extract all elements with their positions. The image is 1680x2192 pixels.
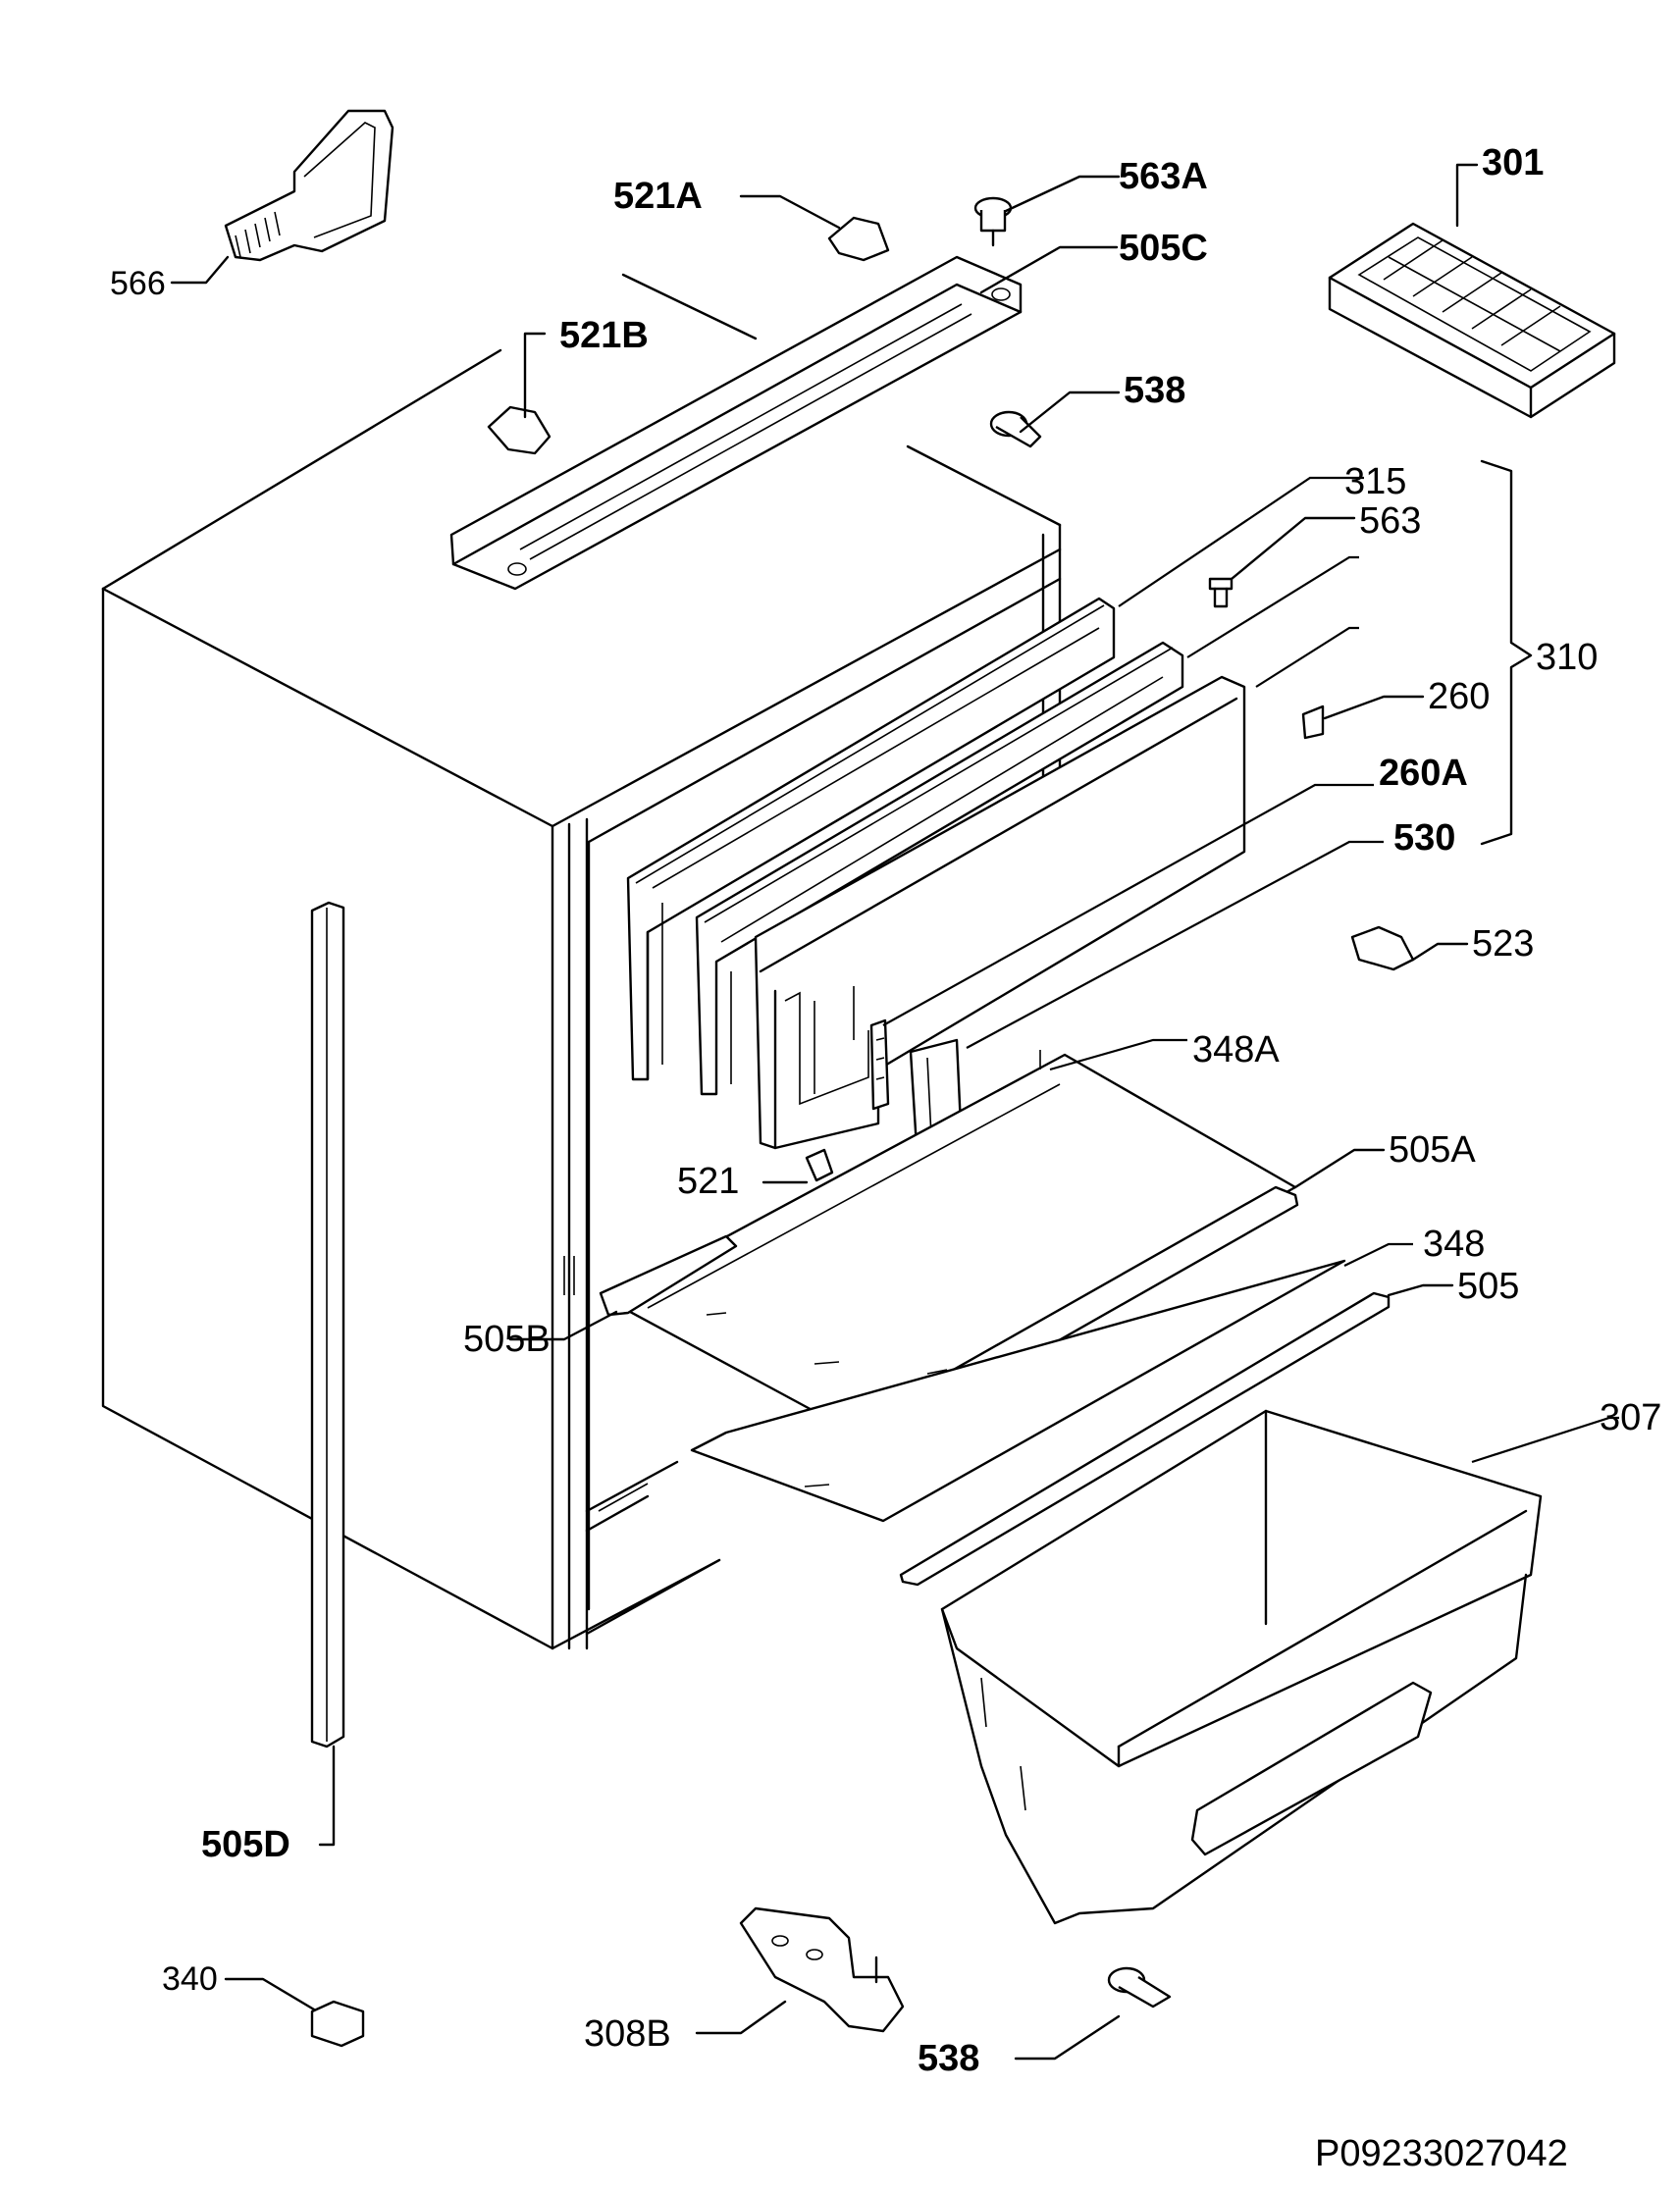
label-521B: 521B bbox=[559, 315, 649, 356]
part-521B-cover bbox=[487, 332, 551, 455]
label-505A: 505A bbox=[1389, 1129, 1476, 1171]
label-505B: 505B bbox=[463, 1319, 551, 1360]
label-301: 301 bbox=[1482, 142, 1544, 183]
cabinet-body bbox=[101, 273, 1062, 1650]
label-538-bottom: 538 bbox=[918, 2038, 979, 2079]
part-308B-hinge bbox=[695, 1906, 905, 2035]
label-523: 523 bbox=[1472, 923, 1534, 965]
label-530: 530 bbox=[1393, 817, 1455, 859]
label-505: 505 bbox=[1457, 1266, 1519, 1307]
label-566: 566 bbox=[110, 265, 166, 302]
reference-code: P09233027042 bbox=[1315, 2133, 1568, 2174]
door-assembly-310 bbox=[626, 459, 1533, 1150]
label-521: 521 bbox=[677, 1161, 739, 1202]
part-348-glass-shelf bbox=[690, 1242, 1413, 1523]
part-307-drawer bbox=[940, 1409, 1619, 1925]
part-538-top bbox=[989, 391, 1121, 448]
label-505D: 505D bbox=[201, 1824, 290, 1865]
label-260A: 260A bbox=[1379, 753, 1468, 794]
callout-labels: 566 521A 563A 505C 301 521B 538 315 563 … bbox=[110, 142, 1661, 2174]
part-566-scraper bbox=[170, 109, 394, 285]
label-505C: 505C bbox=[1119, 228, 1208, 269]
label-340: 340 bbox=[162, 1960, 218, 1998]
part-505C-strip bbox=[449, 245, 1119, 591]
part-301-ice-tray bbox=[1328, 163, 1616, 419]
part-340-block bbox=[224, 1977, 365, 2048]
part-521-cover bbox=[761, 1148, 834, 1184]
label-521A: 521A bbox=[613, 176, 703, 217]
part-538-bottom bbox=[1014, 1966, 1172, 2061]
part-563A-screw bbox=[973, 175, 1121, 247]
label-538-top: 538 bbox=[1124, 370, 1185, 411]
label-310: 310 bbox=[1536, 637, 1598, 678]
part-521A-cover bbox=[739, 194, 890, 262]
label-308B: 308B bbox=[584, 2013, 671, 2055]
label-307: 307 bbox=[1600, 1397, 1661, 1438]
label-315: 315 bbox=[1344, 461, 1406, 502]
part-505-trim bbox=[899, 1283, 1454, 1587]
part-260-clip bbox=[1301, 695, 1425, 740]
part-563-screw bbox=[1208, 516, 1356, 608]
part-505D-strip bbox=[310, 901, 345, 1847]
label-563A: 563A bbox=[1119, 156, 1208, 197]
part-505B-trim bbox=[508, 1234, 738, 1341]
part-523-plug bbox=[1350, 925, 1469, 971]
label-348A: 348A bbox=[1192, 1029, 1280, 1070]
label-348: 348 bbox=[1423, 1224, 1485, 1265]
part-260A-hinge bbox=[869, 783, 1374, 1111]
label-260: 260 bbox=[1428, 676, 1490, 717]
label-563: 563 bbox=[1359, 500, 1421, 542]
